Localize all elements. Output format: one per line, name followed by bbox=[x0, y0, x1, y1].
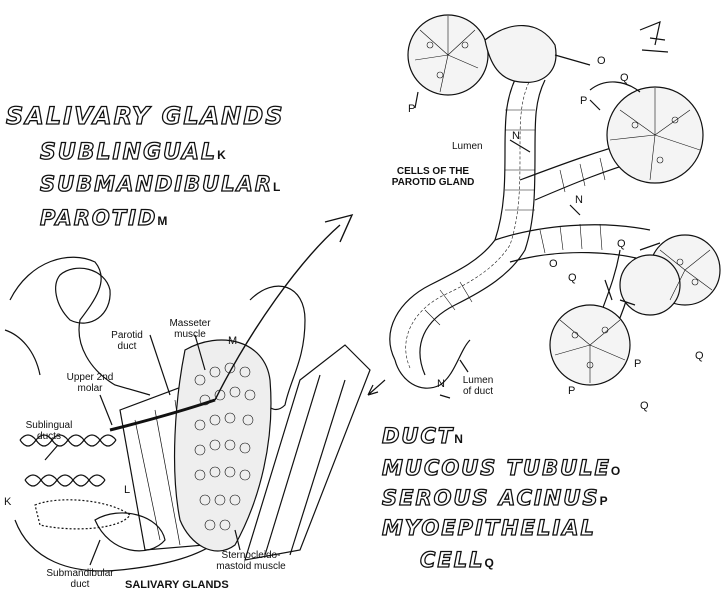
neck-line bbox=[265, 375, 320, 555]
pointer-arrow-head bbox=[325, 215, 352, 242]
sublingual-name: SUBLINGUAL bbox=[40, 140, 217, 165]
letter-O-1: O bbox=[597, 55, 606, 67]
letter-Q-2: Q bbox=[617, 238, 626, 250]
mucous-tubule-top bbox=[485, 26, 556, 83]
parotid-duct-label: Parotid duct bbox=[104, 330, 150, 352]
submandibular-name: SUBMANDIBULAR bbox=[40, 172, 273, 196]
parotid-gland bbox=[175, 340, 271, 551]
serous-acinus-label: SEROUS ACINUSP bbox=[382, 486, 608, 510]
cell-name: CELL bbox=[420, 548, 485, 572]
letter-P-3: P bbox=[634, 358, 641, 370]
sublingual-key: K bbox=[217, 148, 226, 162]
letter-P-1: P bbox=[408, 103, 415, 115]
microscope-icon bbox=[640, 22, 668, 52]
submandibular-key: L bbox=[273, 180, 280, 194]
letter-N-1: N bbox=[512, 130, 520, 142]
letter-Q-5: Q bbox=[640, 400, 649, 412]
gland-caption: CELLS OF THE PAROTID GLAND bbox=[378, 166, 488, 188]
sublingual-gland bbox=[35, 500, 130, 529]
sublingual-ducts-label: Sublingual ducts bbox=[22, 420, 76, 442]
serous-acinus-key: P bbox=[600, 494, 608, 508]
mucous-tubule-key: O bbox=[611, 464, 620, 478]
submandibular-label: SUBMANDIBULARL bbox=[40, 172, 280, 196]
serous-acinus-name: SEROUS ACINUS bbox=[382, 486, 600, 510]
myoepithelial-name: MYOEPITHELIAL bbox=[382, 516, 596, 540]
upper-molar-label: Upper 2nd molar bbox=[66, 372, 114, 394]
duct-name: DUCT bbox=[382, 424, 454, 448]
letter-P-4: P bbox=[568, 385, 575, 397]
lower-teeth bbox=[25, 475, 105, 486]
lumen-label: Lumen bbox=[452, 141, 483, 152]
salivary-title: SALIVARY GLANDS bbox=[6, 102, 284, 130]
cell-key: Q bbox=[485, 556, 494, 570]
submandibular-duct-label: Submandibular duct bbox=[40, 568, 120, 590]
cheek-outline bbox=[5, 330, 40, 375]
letter-O-2: O bbox=[549, 258, 558, 270]
mucous-tubule-right bbox=[590, 82, 640, 92]
lumen-duct-label: Lumen of duct bbox=[458, 375, 498, 397]
masseter-label: Masseter muscle bbox=[160, 318, 220, 340]
letter-L: L bbox=[124, 484, 130, 496]
submandibular-gland bbox=[95, 513, 165, 551]
sternocleido-label: Sternocleido- mastoid muscle bbox=[212, 550, 290, 572]
letter-P-2: P bbox=[580, 95, 587, 107]
myoepithelial-label: MYOEPITHELIAL bbox=[382, 516, 596, 540]
letter-Q-4: Q bbox=[695, 350, 704, 362]
parotid-label: PAROTIDM bbox=[40, 206, 167, 230]
letter-N-2: N bbox=[575, 194, 583, 206]
cell-label: CELLQ bbox=[420, 548, 494, 572]
letter-Q-1: Q bbox=[620, 72, 629, 84]
lumen-arrow bbox=[368, 380, 385, 395]
parotid-name: PAROTID bbox=[40, 206, 157, 230]
sublingual-label: SUBLINGUALK bbox=[40, 140, 226, 165]
mucous-tubule-label: MUCOUS TUBULEO bbox=[382, 456, 620, 480]
letter-Q-3: Q bbox=[568, 272, 577, 284]
letter-K: K bbox=[4, 496, 11, 508]
head-caption: SALIVARY GLANDS bbox=[125, 580, 229, 591]
mucous-tubule-name: MUCOUS TUBULE bbox=[382, 456, 611, 480]
neck-line2 bbox=[290, 380, 345, 555]
duct-key: N bbox=[454, 432, 463, 446]
letter-N-3: N bbox=[437, 378, 445, 390]
acinus-bottom-right bbox=[620, 255, 680, 315]
letter-M: M bbox=[228, 335, 237, 347]
duct-label: DUCTN bbox=[382, 424, 463, 448]
orbit-outline bbox=[56, 268, 110, 323]
parotid-key: M bbox=[157, 214, 167, 228]
